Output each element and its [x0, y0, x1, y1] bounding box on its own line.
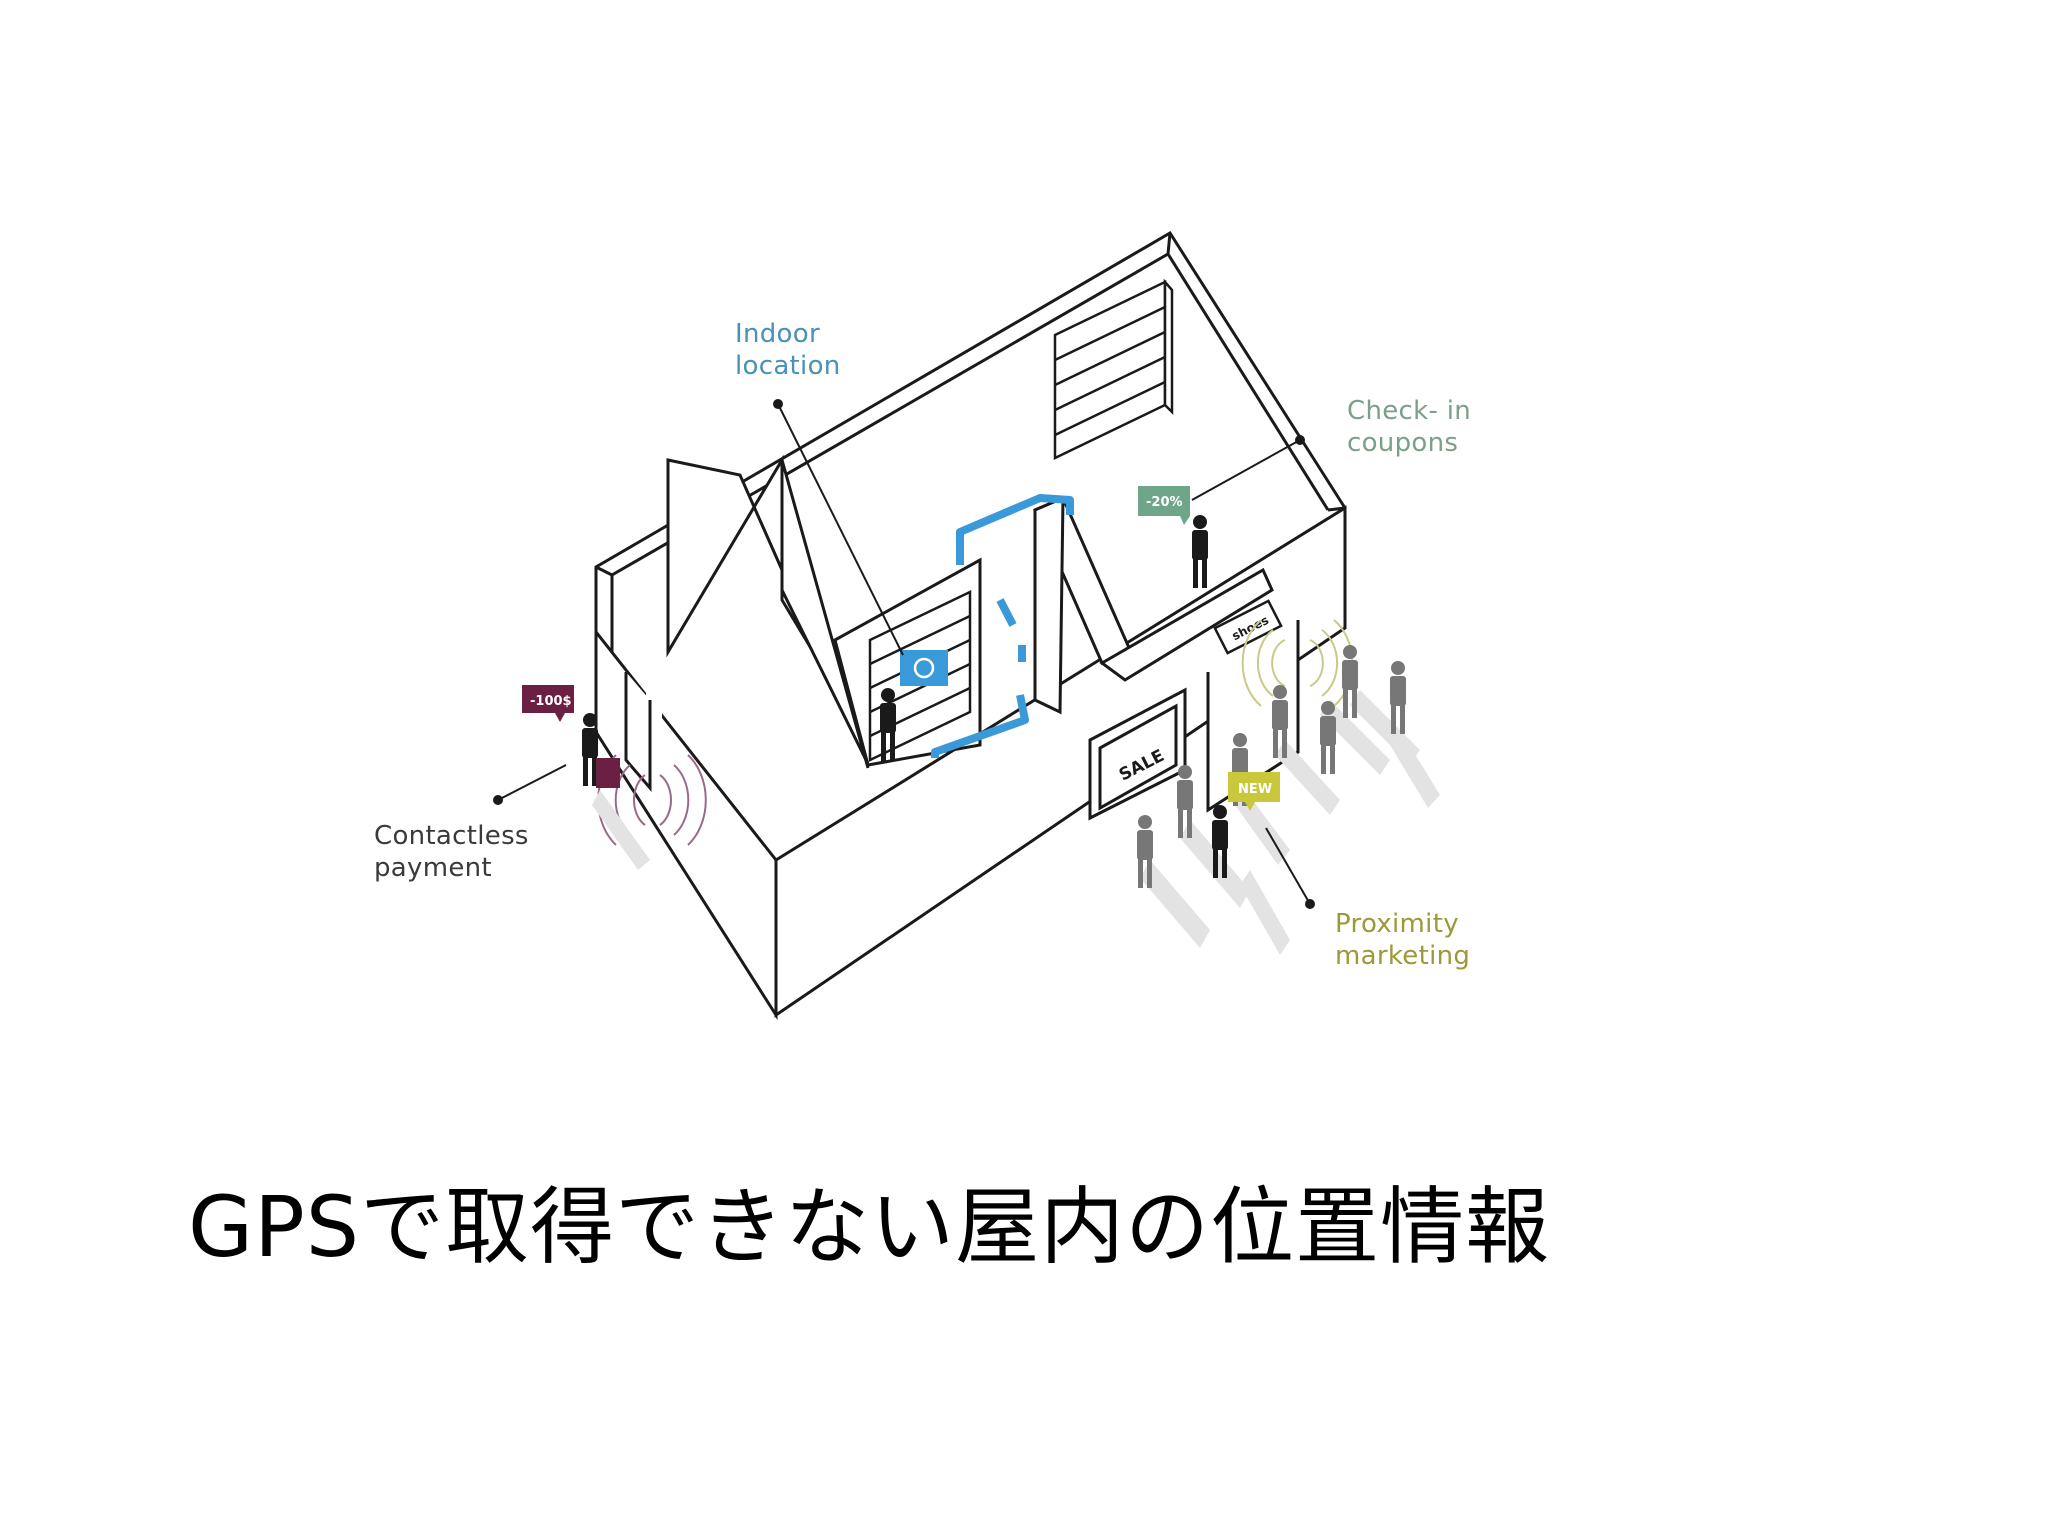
callout-indoor-line2: location — [735, 351, 841, 381]
svg-text:-100$: -100$ — [530, 694, 572, 709]
svg-text:-20%: -20% — [1146, 495, 1183, 510]
callout-checkin-coupons: Check- in coupons — [1347, 395, 1471, 459]
crowd-figures — [1137, 645, 1406, 888]
shoes-sign — [1213, 599, 1283, 655]
callout-checkin-line2: coupons — [1347, 428, 1459, 458]
sale-sign — [1088, 687, 1187, 821]
tag-new: NEW — [1228, 772, 1280, 811]
store-front-walls — [594, 505, 1347, 1021]
shopping-bag-icon — [596, 758, 620, 788]
callout-contactless-line1: Contactless — [374, 821, 529, 851]
callout-checkin-line1: Check- in — [1347, 396, 1472, 426]
indoor-path-arrow — [931, 494, 1074, 758]
callout-leaders — [493, 399, 1315, 909]
callout-contactless-payment: Contactless payment — [374, 820, 529, 884]
callout-proximity-line2: marketing — [1335, 941, 1471, 971]
callout-contactless-line2: payment — [374, 853, 492, 883]
shopper-figures — [582, 515, 1228, 878]
callout-proximity-line1: Proximity — [1335, 909, 1459, 939]
shelf-back — [1053, 278, 1174, 460]
tag-discount-100: -100$ — [522, 685, 574, 722]
location-pin-icon — [900, 650, 948, 686]
svg-text:NEW: NEW — [1238, 782, 1272, 797]
callout-indoor-location: Indoor location — [735, 318, 841, 382]
callout-proximity-marketing: Proximity marketing — [1335, 908, 1470, 972]
tag-discount-20: -20% — [1138, 486, 1190, 525]
callout-indoor-line1: Indoor — [735, 319, 820, 349]
slide-caption: GPSで取得できない屋内の位置情報 — [188, 1178, 1551, 1276]
